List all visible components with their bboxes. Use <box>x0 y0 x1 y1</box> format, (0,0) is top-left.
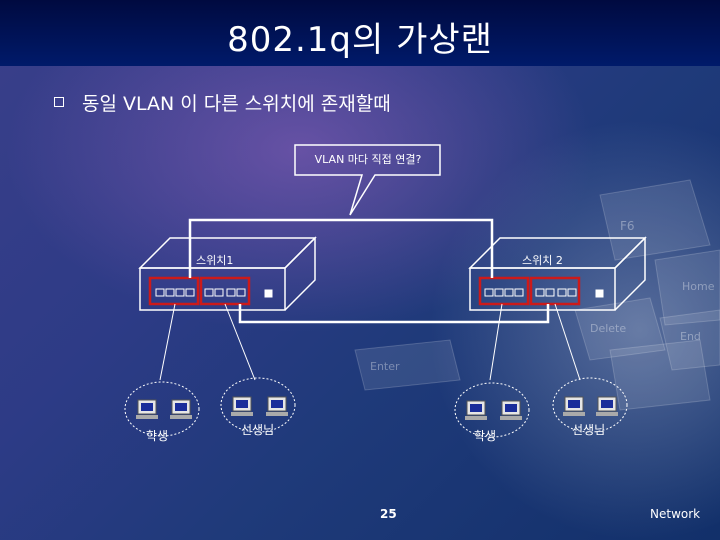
key-enter: Enter <box>370 360 400 373</box>
link-student <box>188 218 494 278</box>
group-ellipse-teacher-left <box>220 377 296 433</box>
title-bar <box>0 0 720 66</box>
key-delete: Delete <box>590 322 626 335</box>
group-label-teacher-right: 선생님 <box>572 423 606 437</box>
key-end: End <box>680 330 701 343</box>
footer-text: Network <box>650 507 701 521</box>
group-label-student-left: 학생 <box>146 429 169 443</box>
group-label-teacher-left: 선생님 <box>241 423 275 437</box>
key-home: Home <box>682 280 715 293</box>
switch-1 <box>138 236 317 311</box>
vlan-box-student-1 <box>148 276 200 306</box>
bullet-text: 동일 VLAN 이 다른 스위치에 존재할때 <box>82 93 391 115</box>
group-ellipse-student-right <box>454 382 530 438</box>
switch-1-ports <box>155 288 273 298</box>
group-label-student-right: 학생 <box>474 429 497 443</box>
switch-2-label: 스위치 2 <box>522 254 563 267</box>
group-ellipse-student-left <box>124 381 200 437</box>
vlan-box-teacher-1 <box>199 276 251 306</box>
vlan-box-teacher-2 <box>529 276 581 306</box>
pc-icons <box>136 396 618 420</box>
switch-1-label: 스위치1 <box>196 254 234 267</box>
callout-bubble <box>294 144 441 216</box>
page-number: 25 <box>380 507 397 521</box>
callout-text: VLAN 마다 직접 연결? <box>314 153 422 166</box>
bullet-icon <box>54 97 64 107</box>
group-ellipse-teacher-right <box>552 377 628 433</box>
link-teacher <box>238 304 550 324</box>
slide-title: 802.1q의 가상랜 <box>227 20 493 60</box>
vlan-box-student-2 <box>478 276 530 306</box>
drop-lines <box>159 303 581 381</box>
key-f6: F6 <box>620 219 635 233</box>
switch-2 <box>468 236 647 311</box>
switch-2-ports <box>484 288 604 298</box>
